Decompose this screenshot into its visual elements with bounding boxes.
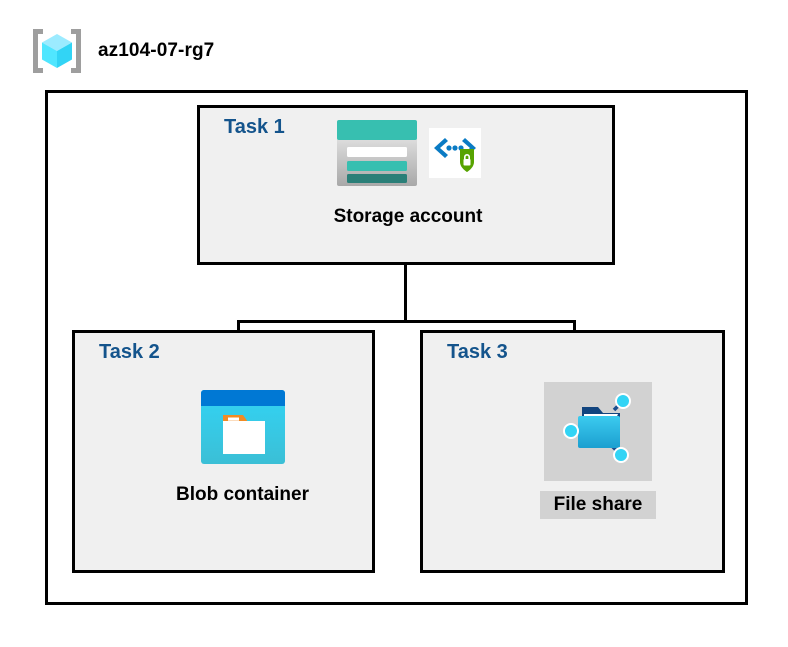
blob-container-caption: Blob container xyxy=(175,484,309,505)
storage-account-icon-group xyxy=(335,118,481,193)
resource-group-header: az104-07-rg7 xyxy=(30,26,214,76)
blob-container-icon xyxy=(199,388,287,471)
task-1-label: Task 1 xyxy=(224,116,285,138)
connector-storage-to-branch xyxy=(404,265,407,323)
secure-endpoint-shield-icon xyxy=(429,128,481,183)
storage-account-caption: Storage account xyxy=(333,206,483,227)
storage-account-icon xyxy=(335,118,419,193)
file-share-icon xyxy=(558,390,638,473)
node-storage-account: Storage account xyxy=(283,118,533,231)
node-file-share: File share xyxy=(503,382,693,519)
task-3-label: Task 3 xyxy=(447,341,508,363)
task-2-label: Task 2 xyxy=(99,341,160,363)
file-share-caption: File share xyxy=(539,491,657,519)
node-blob-container: Blob container xyxy=(135,388,350,509)
connector-branch-bar xyxy=(237,320,576,323)
blob-container-icon-group xyxy=(199,388,287,471)
resource-group-title: az104-07-rg7 xyxy=(98,40,215,61)
resource-group-cube-icon xyxy=(30,26,84,76)
file-share-icon-group xyxy=(544,382,652,481)
